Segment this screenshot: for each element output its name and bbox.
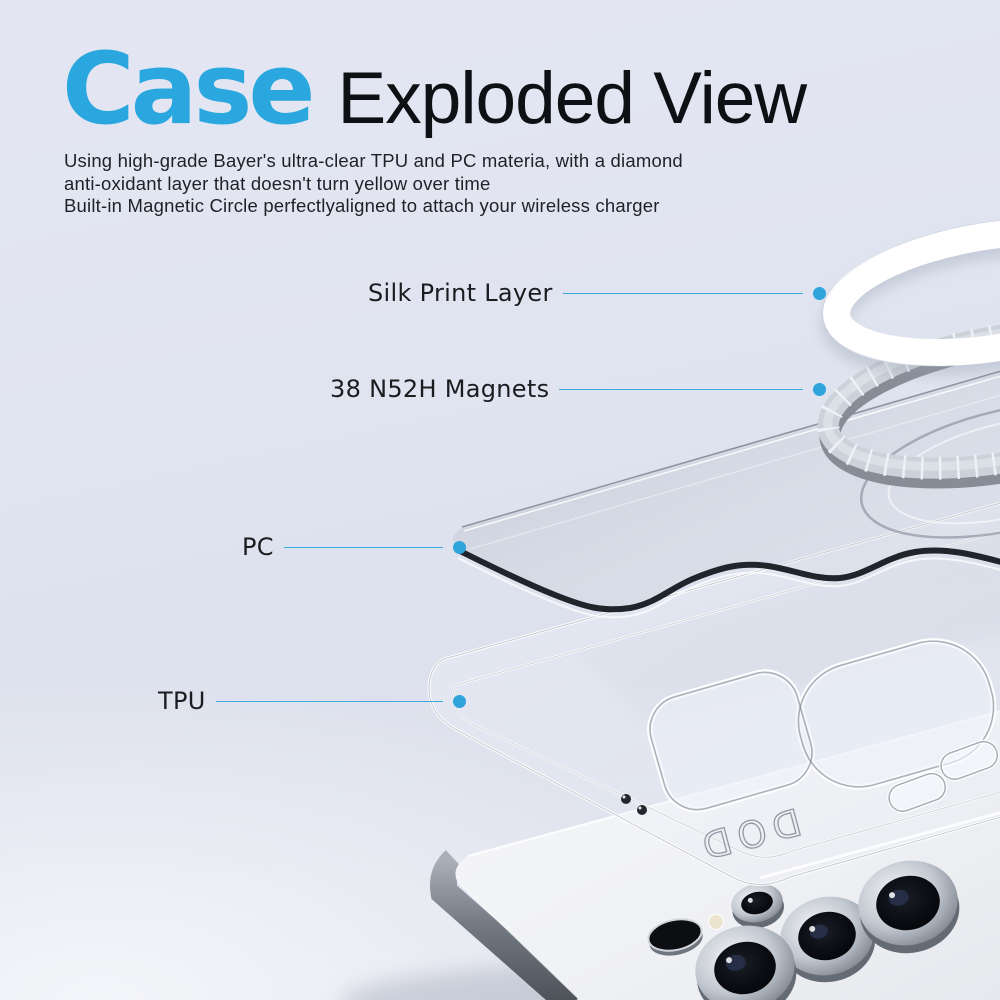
- description-line-2: anti-oxidant layer that doesn't turn yel…: [64, 172, 491, 194]
- leader-line: [283, 546, 443, 548]
- button-cutouts: [887, 739, 1000, 814]
- pc-plate: [453, 370, 1000, 619]
- callout-label: PC: [242, 533, 274, 561]
- page-title-brand: Case: [62, 32, 316, 147]
- camera-lens-large-bottom: [695, 925, 797, 1000]
- lanyard-pins: [621, 794, 647, 815]
- leader-dot: [453, 694, 466, 708]
- leader-line: [215, 700, 443, 702]
- callout-pc: PC: [242, 533, 466, 561]
- camera-lens-depth-sensor: [647, 918, 703, 956]
- camera-flash: [707, 913, 725, 931]
- callout-tpu: TPU: [158, 687, 466, 715]
- description-line-3: Built-in Magnetic Circle perfectlyaligne…: [64, 195, 660, 216]
- callout-magnets: 38 N52H Magnets: [330, 375, 826, 403]
- pc-plate-surface: [453, 372, 1000, 611]
- callout-label: 38 N52H Magnets: [330, 375, 550, 403]
- page-title: Exploded View: [337, 58, 808, 139]
- camera-lens-small: [731, 883, 784, 929]
- header: Case Exploded View: [62, 32, 808, 147]
- camera-lens-large-top: [858, 860, 960, 954]
- pc-plate-dark-edge: [455, 547, 1000, 613]
- callout-label: TPU: [158, 687, 206, 715]
- leader-line: [562, 292, 803, 294]
- leader-dot: [453, 540, 466, 554]
- camera-lens-mid: [780, 896, 876, 983]
- silk-print-ring: [821, 217, 1000, 377]
- description: Using high-grade Bayer's ultra-clear TPU…: [64, 150, 683, 218]
- callout-silk-print-layer: Silk Print Layer: [368, 279, 826, 307]
- callout-label: Silk Print Layer: [368, 279, 553, 307]
- tpu-case: DOD: [427, 501, 1000, 886]
- phone-frame-edge: [430, 850, 581, 1000]
- leader-line: [559, 388, 803, 390]
- camera-cutout: [647, 638, 997, 813]
- description-line-1: Using high-grade Bayer's ultra-clear TPU…: [64, 150, 683, 171]
- leader-dot: [813, 382, 826, 396]
- magnet-impression-rings: [859, 401, 1000, 539]
- leader-dot: [813, 286, 826, 300]
